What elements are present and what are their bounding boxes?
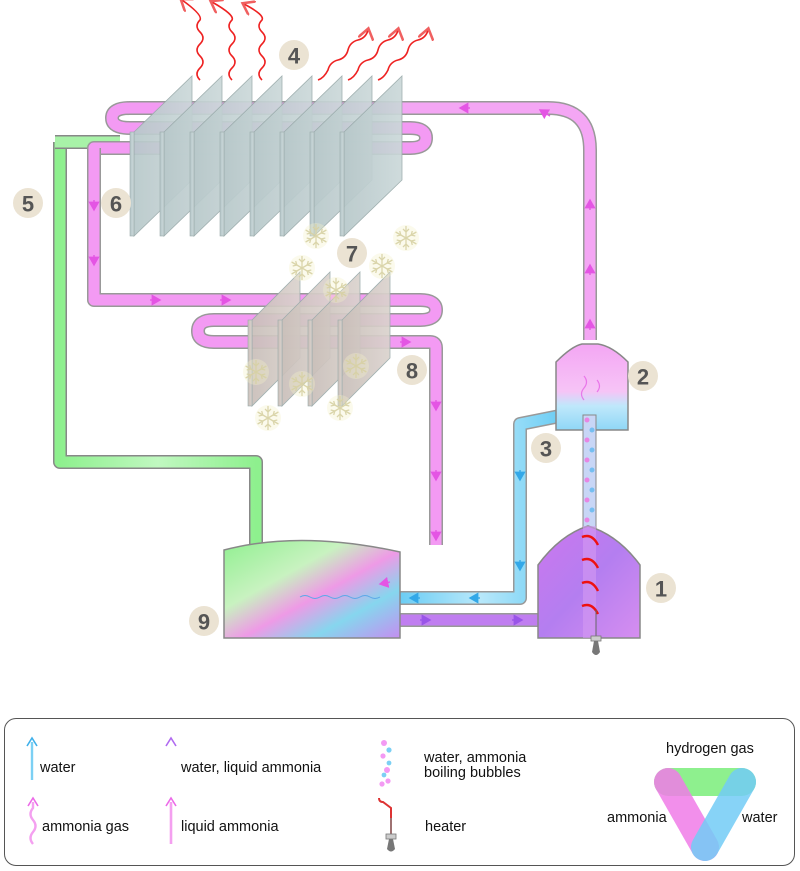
separator-vessel — [555, 343, 629, 431]
bubble — [589, 487, 595, 493]
condenser-coil — [87, 101, 433, 300]
svg-text:8: 8 — [406, 359, 418, 384]
bubble — [584, 477, 590, 483]
color-key-ammonia-label: ammonia — [607, 810, 667, 826]
svg-text:1: 1 — [655, 577, 667, 602]
water-liquid-ammonia-arrow-icon — [165, 736, 177, 784]
hydrogen-return-pipe — [53, 135, 263, 545]
condenser-fin-edge — [189, 131, 195, 237]
condenser-fin-edge — [129, 131, 135, 237]
label-2: 2 — [628, 361, 658, 391]
legend: water water, liquid ammonia water, ammon… — [4, 718, 795, 866]
heater-coil — [581, 534, 600, 615]
svg-text:4: 4 — [288, 44, 301, 69]
component-labels: 4 5 6 7 8 2 3 1 9 — [13, 40, 676, 636]
bubble — [589, 467, 595, 473]
label-1: 1 — [646, 573, 676, 603]
svg-text:5: 5 — [22, 192, 34, 217]
heater-icon — [378, 797, 397, 852]
bubble — [589, 447, 595, 453]
legend-label-bubbles-line2: boiling bubbles — [424, 765, 521, 781]
svg-text:2: 2 — [637, 365, 649, 390]
boiler-vessel — [537, 525, 641, 655]
ammonia-gas-pipe — [390, 101, 597, 340]
ammonia-gas-arrow-icon — [27, 796, 39, 845]
absorber-vessel — [223, 539, 401, 639]
liquid-ammonia-line — [87, 148, 260, 307]
label-5: 5 — [13, 188, 43, 218]
condenser-fin-edge — [249, 131, 255, 237]
condenser-fin-edge — [159, 131, 165, 237]
bubble — [584, 457, 590, 463]
label-9: 9 — [189, 606, 219, 636]
legend-label-water: water — [40, 760, 76, 776]
legend-label-water-liquid-ammonia: water, liquid ammonia — [181, 760, 322, 776]
water-arrow-icon — [26, 736, 38, 780]
legend-label-heater: heater — [425, 819, 467, 835]
bubble — [589, 427, 595, 433]
condenser-fin-edge — [309, 131, 315, 237]
bubble — [589, 507, 595, 513]
evaporator-fins — [247, 271, 391, 407]
condenser-fin-edge — [219, 131, 225, 237]
liquid-ammonia-arrow-icon — [165, 796, 177, 844]
weak-solution-pipe — [400, 409, 562, 605]
color-key-triangle-icon — [654, 768, 756, 861]
evaporator-fin-edge — [337, 319, 343, 407]
boiling-bubbles-icon — [379, 740, 392, 787]
legend-label-ammonia-gas: ammonia gas — [42, 819, 130, 835]
evaporator-coil — [191, 293, 443, 545]
condenser-fin-edge — [279, 131, 285, 237]
bubble — [584, 417, 590, 423]
evaporator-fin-edge — [277, 319, 283, 407]
svg-text:3: 3 — [540, 437, 552, 462]
condenser-fins — [129, 75, 403, 237]
bubble — [584, 497, 590, 503]
evaporator-fin-edge — [307, 319, 313, 407]
svg-text:9: 9 — [198, 610, 210, 635]
heat-waves — [182, 0, 428, 81]
label-8: 8 — [397, 355, 427, 385]
label-3: 3 — [531, 433, 561, 463]
bubble — [584, 517, 590, 523]
absorption-refrigerator-diagram: 4 5 6 7 8 2 3 1 9 — [13, 0, 676, 655]
color-key-water-label: water — [742, 810, 778, 826]
svg-text:7: 7 — [346, 242, 358, 267]
label-4: 4 — [279, 40, 309, 70]
legend-label-bubbles-line1: water, ammonia — [424, 750, 527, 766]
legend-label-liquid-ammonia: liquid ammonia — [181, 819, 279, 835]
label-7: 7 — [337, 238, 367, 268]
color-key-hydrogen-label: hydrogen gas — [666, 741, 754, 757]
label-6: 6 — [101, 188, 131, 218]
svg-text:6: 6 — [110, 192, 122, 217]
condenser-fin-edge — [339, 131, 345, 237]
bubble — [584, 437, 590, 443]
